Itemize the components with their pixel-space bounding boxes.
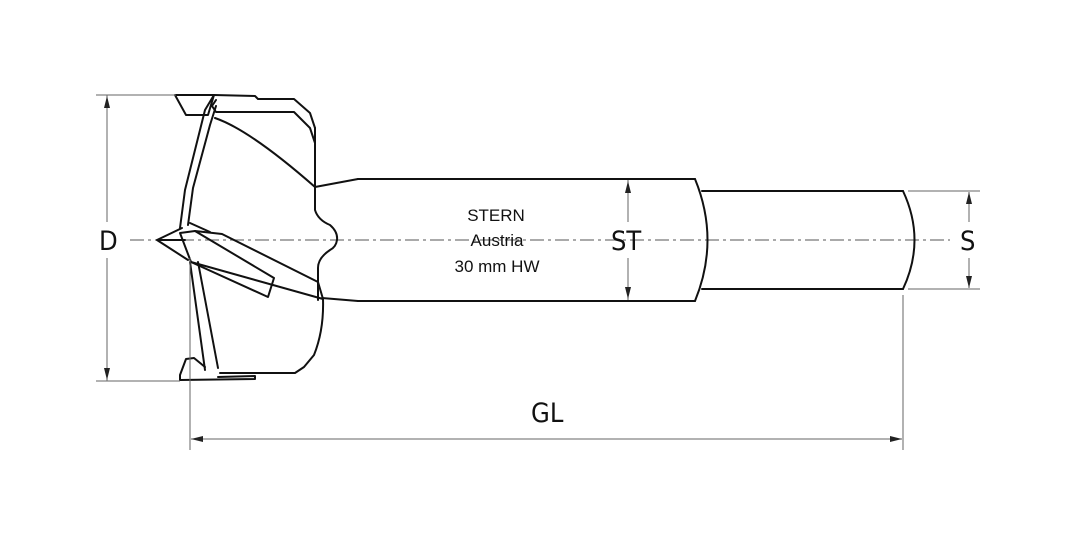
engraving-spec: 30 mm HW [455, 257, 540, 276]
dimension-label-s: S [960, 226, 975, 257]
cutter-head [156, 94, 359, 381]
shank-transition [357, 178, 709, 302]
dimension-s: S [908, 190, 980, 290]
engraving-brand: STERN [467, 206, 525, 225]
dimension-label-st: ST [611, 226, 641, 257]
dimension-d: D [96, 94, 180, 382]
engraving-origin: Austria [471, 231, 524, 250]
dimension-label-gl: GL [531, 398, 564, 429]
engraving: STERN Austria 30 mm HW [455, 206, 540, 276]
dimension-label-d: D [99, 226, 118, 257]
shank [701, 190, 916, 290]
dimension-gl: GL [189, 258, 904, 450]
dimension-st: ST [611, 180, 641, 300]
